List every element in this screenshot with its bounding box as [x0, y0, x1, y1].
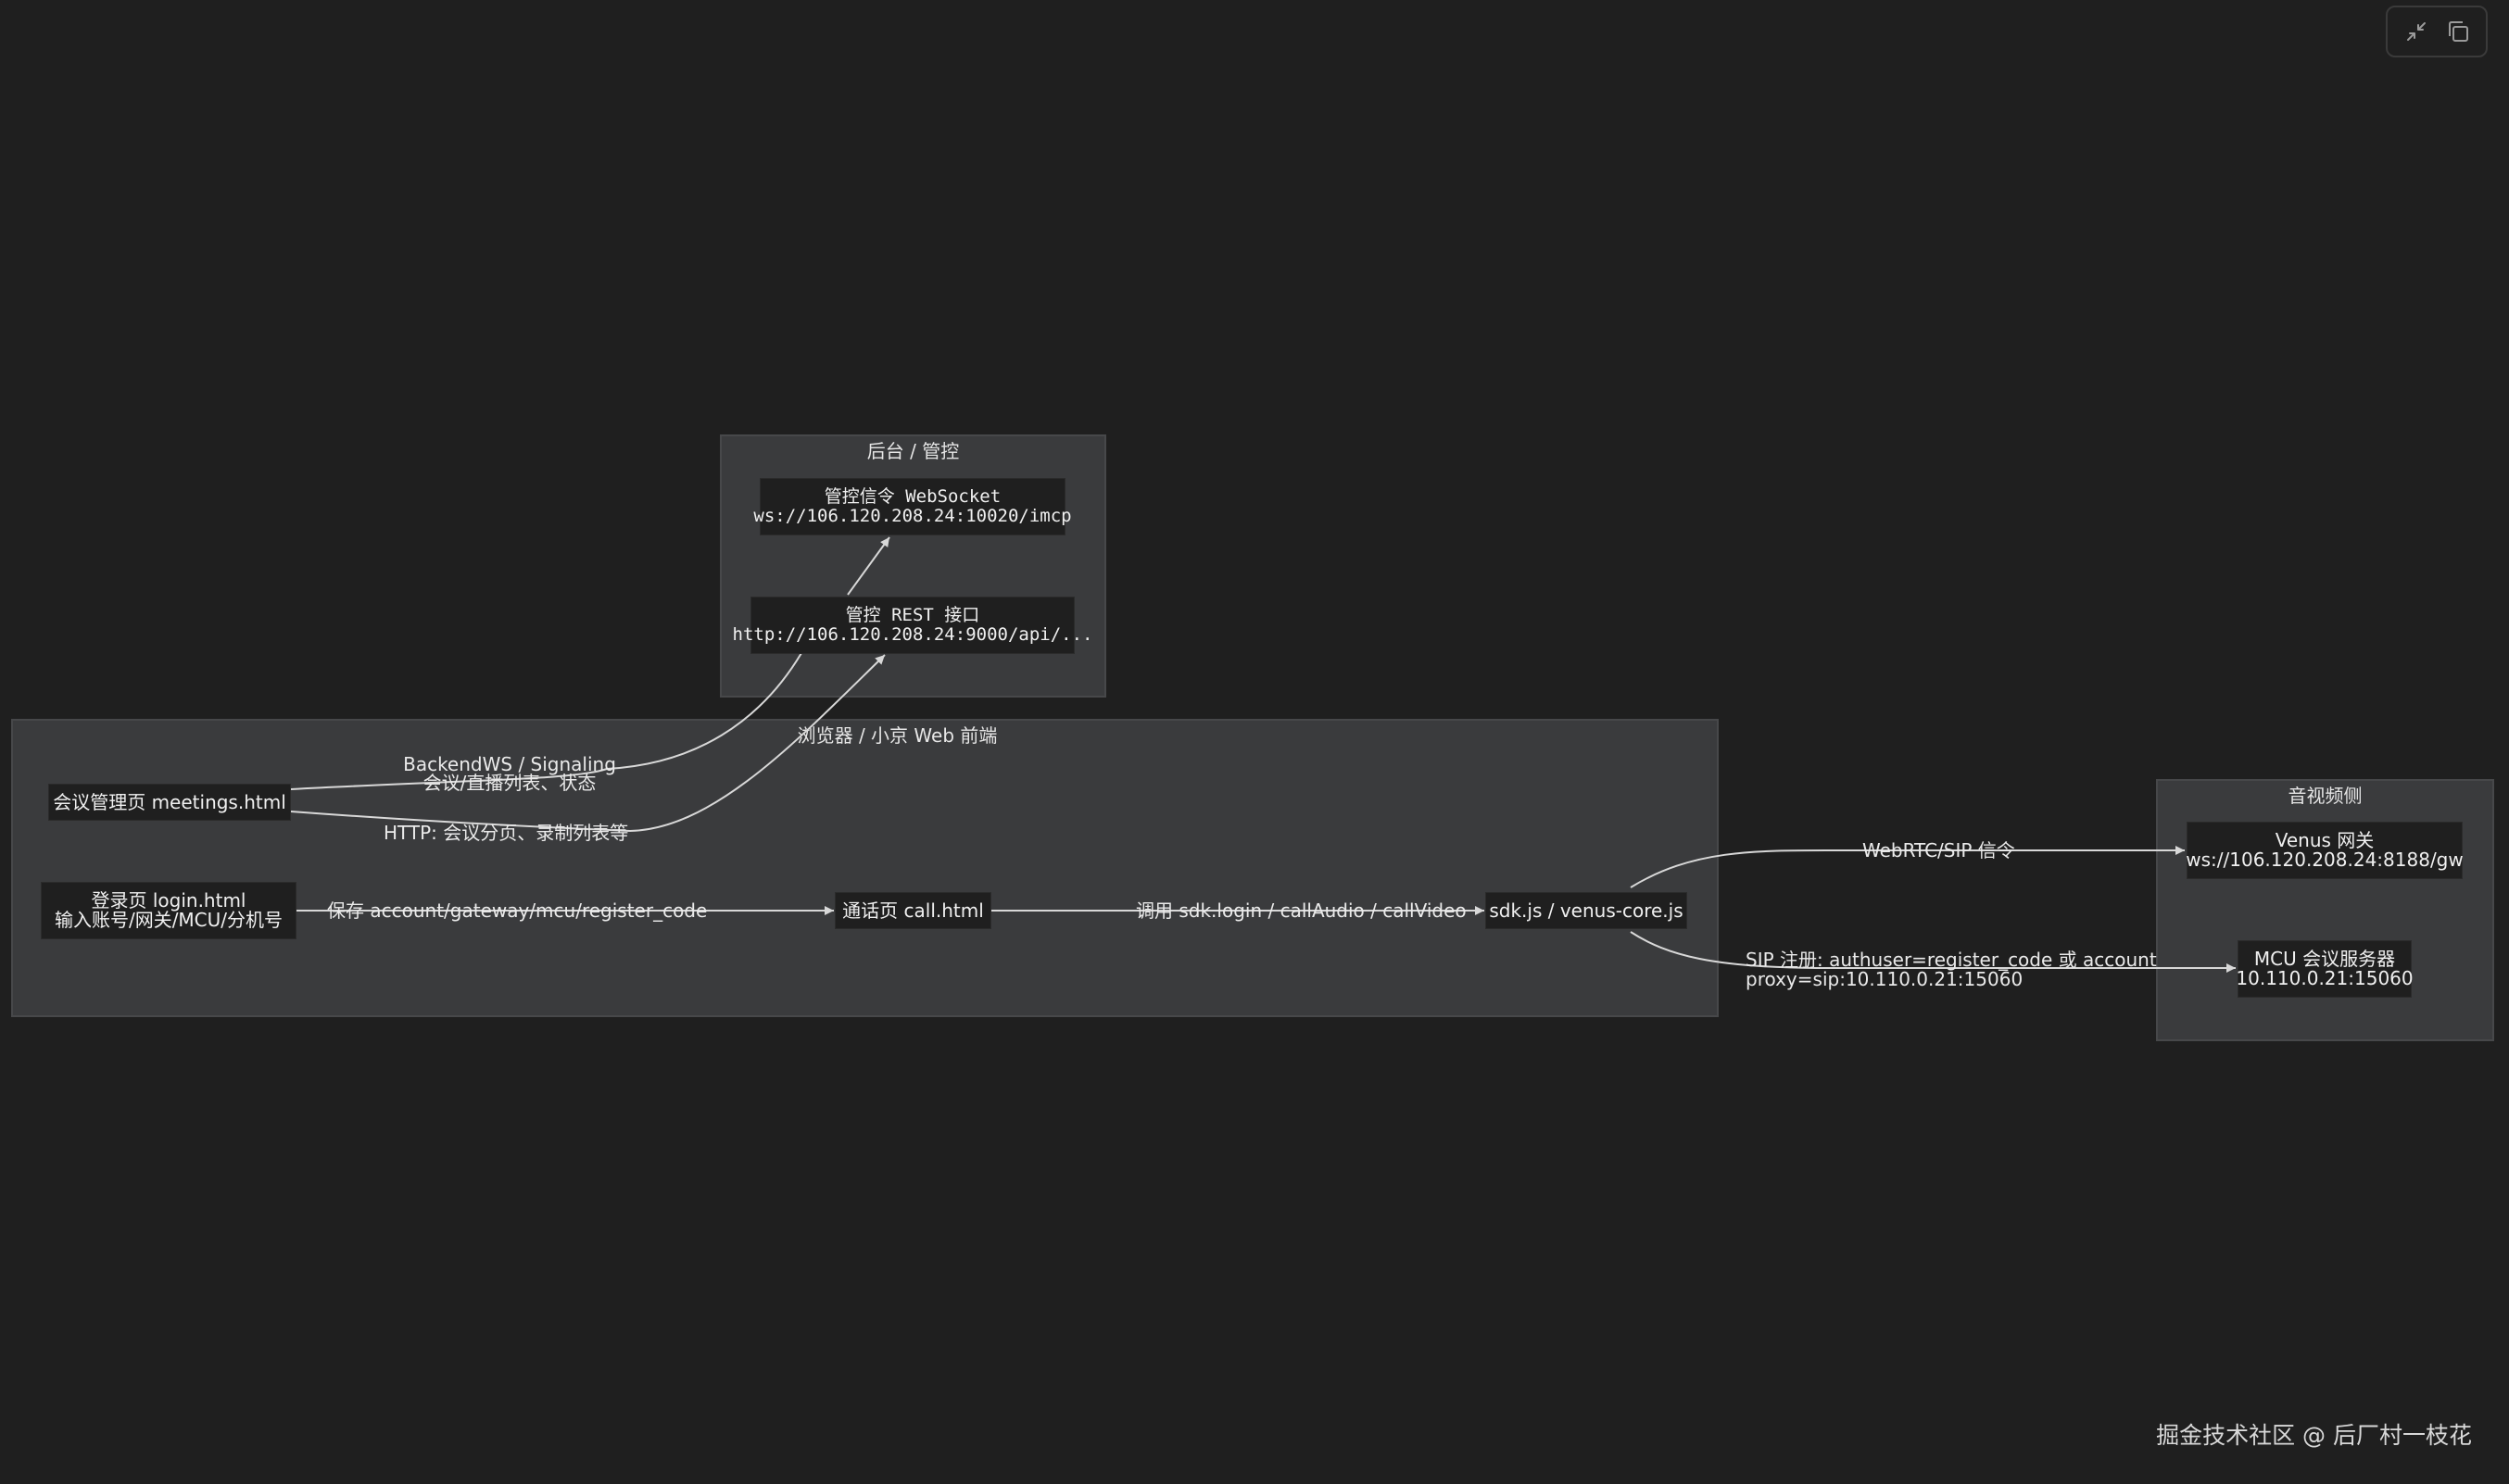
copy-button[interactable] [2441, 15, 2475, 48]
edge-label-sdk-mcu: SIP 注册: authuser=register_code 或 account… [1746, 950, 2157, 989]
node-meetings-line1: 会议管理页 meetings.html [53, 790, 286, 813]
node-call-line1: 通话页 call.html [842, 899, 984, 922]
node-sdk[interactable]: sdk.js / venus-core.js [1485, 892, 1687, 929]
copy-icon [2448, 21, 2468, 42]
edge-label-sdk-venus: WebRTC/SIP 信令 [1862, 841, 2015, 861]
cluster-backend: 后台 / 管控 [720, 434, 1106, 698]
edge-label-meetings-ws: BackendWS / Signaling 会议/直播列表、状态 [398, 755, 621, 793]
node-login-line2: 输入账号/网关/MCU/分机号 [54, 909, 284, 931]
edge-label-sdk-mcu-line1: SIP 注册: authuser=register_code 或 account [1746, 949, 2157, 971]
node-venus-line2: ws://106.120.208.24:8188/gw [2186, 849, 2464, 871]
node-login[interactable]: 登录页 login.html 输入账号/网关/MCU/分机号 [41, 882, 296, 939]
edge-label-login-call: 保存 account/gateway/mcu/register_code [327, 901, 707, 921]
collapse-arrows-icon [2406, 22, 2426, 41]
cluster-media: 音视频侧 [2156, 779, 2494, 1041]
node-venus[interactable]: Venus 网关 ws://106.120.208.24:8188/gw [2186, 822, 2464, 879]
diagram-toolbar [2386, 6, 2488, 57]
cluster-browser: 浏览器 / 小京 Web 前端 [11, 719, 1719, 1017]
edge-label-meetings-ws-line2: 会议/直播列表、状态 [422, 772, 597, 794]
node-ws-signal-line2: ws://106.120.208.24:10020/imcp [753, 506, 1072, 526]
node-venus-line1: Venus 网关 [2275, 829, 2375, 851]
edge-label-call-sdk-line1: 调用 sdk.login / callAudio / callVideo [1136, 899, 1467, 922]
cluster-media-title: 音视频侧 [2288, 785, 2363, 807]
edge-label-meetings-rest-line1: HTTP: 会议分页、录制列表等 [384, 822, 629, 844]
node-ws-signal-line1: 管控信令 WebSocket [824, 486, 1002, 507]
node-meetings[interactable]: 会议管理页 meetings.html [48, 784, 291, 821]
watermark: 掘金技术社区 @ 后厂村一枝花 [2156, 1422, 2472, 1449]
edge-label-call-sdk: 调用 sdk.login / callAudio / callVideo [1136, 901, 1467, 921]
cluster-backend-title: 后台 / 管控 [866, 440, 960, 462]
node-call[interactable]: 通话页 call.html [835, 892, 991, 929]
collapse-button[interactable] [2400, 15, 2433, 48]
node-rest[interactable]: 管控 REST 接口 http://106.120.208.24:9000/ap… [733, 597, 1092, 654]
cluster-browser-title: 浏览器 / 小京 Web 前端 [797, 724, 998, 747]
edge-label-meetings-rest: HTTP: 会议分页、录制列表等 [384, 824, 628, 843]
node-mcu[interactable]: MCU 会议服务器 10.110.0.21:15060 [2236, 940, 2414, 998]
edge-label-sdk-venus-line1: WebRTC/SIP 信令 [1862, 839, 2015, 861]
edge-label-sdk-mcu-line2: proxy=sip:10.110.0.21:15060 [1746, 968, 2024, 990]
edge-label-meetings-ws-line1: BackendWS / Signaling [403, 753, 616, 775]
node-mcu-line1: MCU 会议服务器 [2253, 948, 2396, 970]
node-ws-signal[interactable]: 管控信令 WebSocket ws://106.120.208.24:10020… [753, 478, 1072, 535]
node-sdk-line1: sdk.js / venus-core.js [1489, 899, 1683, 922]
node-login-line1: 登录页 login.html [91, 889, 246, 912]
edge-label-login-call-line1: 保存 account/gateway/mcu/register_code [327, 899, 708, 922]
node-rest-line1: 管控 REST 接口 [845, 605, 980, 625]
node-rest-line2: http://106.120.208.24:9000/api/... [732, 624, 1093, 645]
node-mcu-line2: 10.110.0.21:15060 [2236, 967, 2414, 989]
